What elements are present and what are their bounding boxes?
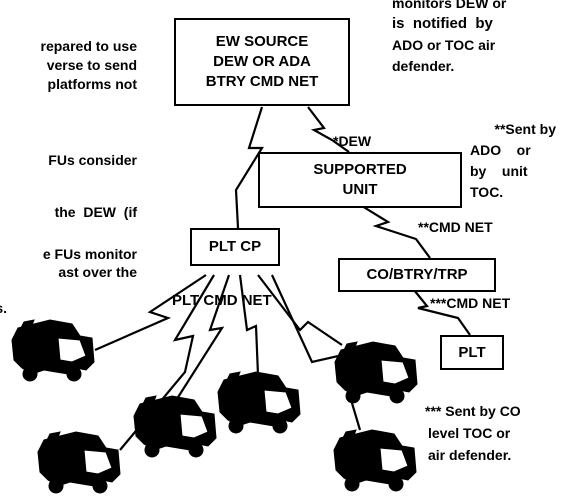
top-right-note-3: ADO or TOC air	[392, 37, 496, 53]
vehicle-icon	[37, 431, 121, 494]
left-note-2: verse to send	[46, 57, 137, 73]
left-note-8: s.	[0, 300, 7, 316]
sent-by-ado-note-4: TOC.	[470, 184, 504, 200]
sent-by-co-note-2: level TOC or	[428, 425, 511, 441]
left-note-6: e FUs monitor	[42, 246, 137, 262]
vehicle-icon	[11, 319, 95, 382]
vehicle-icon	[333, 429, 417, 492]
ew-source-line-1: EW SOURCE	[215, 33, 309, 50]
sent-by-co-note-3: air defender.	[428, 447, 512, 463]
ew-to-supported-unit-link	[307, 106, 350, 153]
left-note-7: ast over the	[58, 264, 137, 280]
plt-cp-box: PLT CP	[190, 228, 280, 266]
plt-cp-to-vehicle-5-link	[257, 274, 343, 346]
vehicle-icon	[217, 371, 301, 434]
top-right-note-1: monitors DEW or	[392, 0, 507, 11]
ew-source-line-2: DEW OR ADA	[213, 53, 311, 70]
left-note-1: repared to use	[40, 38, 137, 54]
cmd-net-link-label: **CMD NET	[418, 219, 493, 235]
plt-cp-to-vehicle-1-link	[94, 274, 207, 352]
supported-to-co-link	[361, 205, 431, 259]
left-note-5: the DEW (if	[54, 204, 137, 220]
plt-label: PLT	[458, 343, 486, 361]
top-right-note-4: defender.	[392, 58, 455, 74]
sent-by-ado-note-3: by unit	[470, 163, 528, 179]
top-right-note-2: is notified by	[392, 15, 493, 32]
plt-box: PLT	[440, 335, 504, 370]
co-btry-trp-label: CO/BTRY/TRP	[366, 266, 468, 283]
plt-cp-label: PLT CP	[208, 238, 262, 255]
sent-by-co-note-1: *** Sent by CO	[425, 403, 521, 419]
co-to-plt-link	[413, 289, 471, 336]
co-btry-trp-box: CO/BTRY/TRP	[338, 258, 496, 292]
plt-cp-to-vehicle-4-link	[238, 274, 260, 376]
left-note-4: FUs consider	[48, 152, 137, 168]
vehicle-icon	[334, 341, 418, 404]
ew-source-line-3: BTRY CMD NET	[205, 73, 319, 90]
ew-source-box: EW SOURCE DEW OR ADA BTRY CMD NET	[174, 18, 350, 106]
plt-cp-to-vehicle-3-link	[174, 274, 231, 403]
plt-cmd-net-label: PLT CMD NET	[172, 292, 272, 309]
vehicle-icon	[133, 395, 217, 458]
cmd-net-3-link-label: ***CMD NET	[430, 295, 511, 311]
sent-by-ado-note-1: **Sent by	[494, 121, 556, 137]
supported-unit-line-1: SUPPORTED	[313, 161, 407, 178]
supported-unit-line-2: UNIT	[342, 181, 378, 198]
left-note-3: platforms not	[47, 76, 137, 92]
sent-by-ado-note-2: ADO or	[470, 142, 531, 158]
ew-to-plt-cp-link	[234, 106, 264, 229]
supported-unit-box: SUPPORTED UNIT	[258, 152, 462, 208]
dew-link-label: *DEW	[333, 133, 372, 149]
